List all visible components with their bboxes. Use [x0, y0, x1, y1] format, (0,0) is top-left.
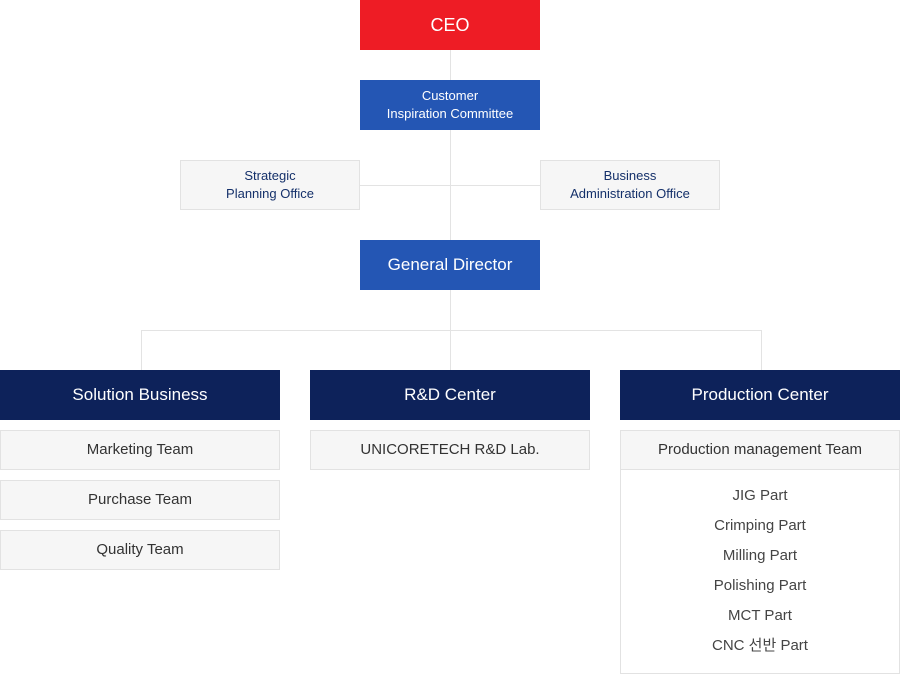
part-polishing: Polishing Part: [713, 577, 807, 594]
production-parts-list: JIG Part Crimping Part Milling Part Poli…: [620, 469, 900, 674]
strategic-office-box: Strategic Planning Office: [180, 160, 360, 210]
business-office-box: Business Administration Office: [540, 160, 720, 210]
part-cnc: CNC 선반 Part: [712, 637, 808, 654]
ceo-box: CEO: [360, 0, 540, 50]
connector-offices: [360, 185, 540, 186]
team-label: Production management Team: [657, 441, 862, 458]
committee-label: Customer Inspiration Committee: [386, 88, 514, 121]
team-production-management: Production management Team: [620, 430, 900, 470]
team-quality: Quality Team: [0, 530, 280, 570]
division-rnd-center: R&D Center: [310, 370, 590, 420]
ceo-label: CEO: [430, 15, 470, 35]
division-production-center: Production Center: [620, 370, 900, 420]
part-jig: JIG Part: [732, 487, 788, 504]
part-milling: Milling Part: [722, 547, 798, 564]
team-marketing: Marketing Team: [0, 430, 280, 470]
team-label: Purchase Team: [88, 491, 192, 508]
team-label: UNICORETECH R&D Lab.: [360, 441, 540, 458]
team-rnd-lab: UNICORETECH R&D Lab.: [310, 430, 590, 470]
division-solution-business: Solution Business: [0, 370, 280, 420]
general-director-box: General Director: [360, 240, 540, 290]
business-office-label: Business Administration Office: [570, 168, 690, 201]
strategic-office-label: Strategic Planning Office: [226, 168, 314, 201]
connector-divisions: [141, 330, 762, 331]
part-mct: MCT Part: [728, 607, 792, 624]
division-label: R&D Center: [404, 385, 496, 404]
division-label: Production Center: [691, 385, 829, 404]
team-purchase: Purchase Team: [0, 480, 280, 520]
committee-box: Customer Inspiration Committee: [360, 80, 540, 130]
connector-vertical-main: [450, 50, 451, 370]
team-label: Marketing Team: [86, 441, 194, 458]
connector-production: [761, 330, 762, 370]
general-director-label: General Director: [387, 255, 513, 274]
part-crimping: Crimping Part: [714, 517, 806, 534]
division-label: Solution Business: [72, 385, 208, 404]
connector-solution: [141, 330, 142, 370]
team-label: Quality Team: [96, 541, 184, 558]
